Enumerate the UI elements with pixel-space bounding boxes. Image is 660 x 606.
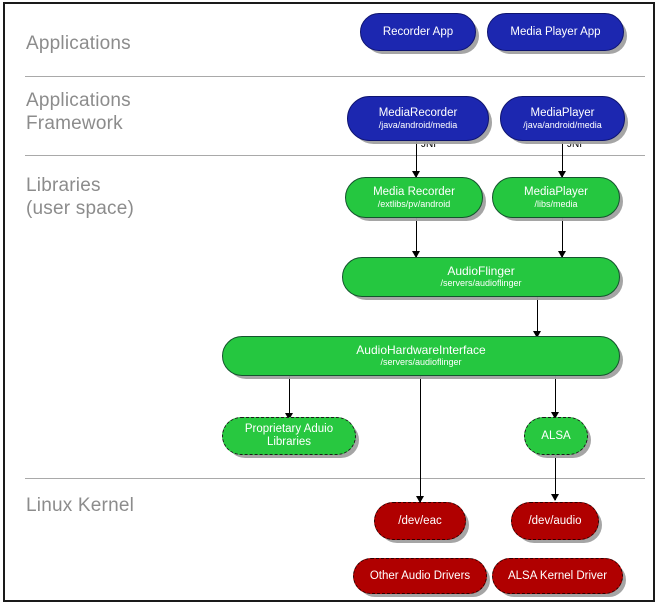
connector-alsa-dev-audio xyxy=(555,455,557,500)
node-audioflinger-title: AudioFlinger xyxy=(447,264,515,278)
edge-label-jni-left: JNI xyxy=(421,139,436,150)
node-mediarecorder-framework-title: MediaRecorder xyxy=(378,106,458,119)
divider-libraries xyxy=(25,478,645,479)
layer-label-applications-framework: Applications Framework xyxy=(26,90,131,134)
divider-applications xyxy=(25,76,645,77)
node-media-player-app[interactable]: Media Player App xyxy=(487,13,624,51)
node-other-audio-drivers-title: Other Audio Drivers xyxy=(369,569,471,582)
diagram-frame xyxy=(3,2,655,602)
divider-applications-framework xyxy=(25,155,645,156)
connector-mediarecorder-jni xyxy=(416,141,418,178)
node-audiohardwareinterface[interactable]: AudioHardwareInterface /servers/audiofli… xyxy=(222,336,620,376)
node-mediaplayer-library[interactable]: MediaPlayer /libs/media xyxy=(492,177,620,218)
node-mediarecorder-framework-path: /java/android/media xyxy=(378,119,458,130)
node-alsa[interactable]: ALSA xyxy=(524,417,588,455)
node-audiohardwareinterface-title: AudioHardwareInterface xyxy=(356,343,486,357)
node-mediaplayer-framework-title: MediaPlayer xyxy=(530,106,595,119)
layer-label-linux-kernel: Linux Kernel xyxy=(26,495,135,516)
node-dev-eac[interactable]: /dev/eac xyxy=(374,502,466,540)
node-mediarecorder-framework[interactable]: MediaRecorder /java/android/media xyxy=(347,96,489,141)
node-media-recorder-library-title: Media Recorder xyxy=(373,185,455,198)
node-media-recorder-library-path: /extlibs/pv/android xyxy=(377,198,451,209)
node-recorder-app[interactable]: Recorder App xyxy=(360,13,476,51)
edge-label-jni-right: JNI xyxy=(567,139,582,150)
node-media-recorder-library[interactable]: Media Recorder /extlibs/pv/android xyxy=(345,177,483,218)
connector-ahi-dev-eac xyxy=(420,375,422,502)
connector-mediaplayerlib-audioflinger xyxy=(562,218,564,258)
node-mediaplayer-framework[interactable]: MediaPlayer /java/android/media xyxy=(500,96,625,141)
node-alsa-title: ALSA xyxy=(541,429,571,442)
node-other-audio-drivers[interactable]: Other Audio Drivers xyxy=(353,558,487,594)
node-proprietary-audio-libraries[interactable]: Proprietary Aduio Libraries xyxy=(222,417,356,455)
connector-audioflinger-audiohardwareinterface xyxy=(537,296,539,338)
arrowhead-ahi-dev-eac xyxy=(416,496,424,503)
node-dev-eac-title: /dev/eac xyxy=(398,514,442,527)
node-alsa-kernel-driver[interactable]: ALSA Kernel Driver xyxy=(492,558,623,594)
layer-label-applications: Applications xyxy=(26,33,131,54)
node-proprietary-audio-libraries-title: Proprietary Aduio Libraries xyxy=(244,423,334,448)
arrowhead-ahi-alsa xyxy=(551,412,559,419)
arrowhead-mediarecorderlib-audioflinger xyxy=(412,251,420,258)
node-mediaplayer-framework-path: /java/android/media xyxy=(523,119,602,130)
node-dev-audio[interactable]: /dev/audio xyxy=(511,502,599,540)
node-mediaplayer-library-title: MediaPlayer xyxy=(524,185,588,198)
arrowhead-mediarecorder-jni xyxy=(412,171,420,178)
node-mediaplayer-library-path: /libs/media xyxy=(534,198,578,209)
arrowhead-mediaplayerlib-audioflinger xyxy=(558,251,566,258)
node-audioflinger-path: /servers/audioflinger xyxy=(440,278,522,288)
connector-ahi-proprietary-libs xyxy=(289,375,291,420)
arrowhead-audioflinger-audiohardwareinterface xyxy=(533,331,541,338)
connector-mediaplayer-jni xyxy=(562,141,564,178)
node-dev-audio-title: /dev/audio xyxy=(528,514,582,527)
connector-ahi-alsa xyxy=(555,375,557,419)
node-alsa-kernel-driver-title: ALSA Kernel Driver xyxy=(507,569,608,582)
node-audiohardwareinterface-path: /servers/audioflinger xyxy=(380,357,462,367)
arrowhead-mediaplayer-jni xyxy=(558,171,566,178)
arrowhead-alsa-dev-audio xyxy=(551,494,559,501)
node-audioflinger[interactable]: AudioFlinger /servers/audioflinger xyxy=(342,257,620,297)
connector-mediarecorderlib-audioflinger xyxy=(416,218,418,258)
node-media-player-app-title: Media Player App xyxy=(510,25,601,38)
node-recorder-app-title: Recorder App xyxy=(382,25,454,38)
layer-label-libraries: Libraries (user space) xyxy=(26,175,134,219)
